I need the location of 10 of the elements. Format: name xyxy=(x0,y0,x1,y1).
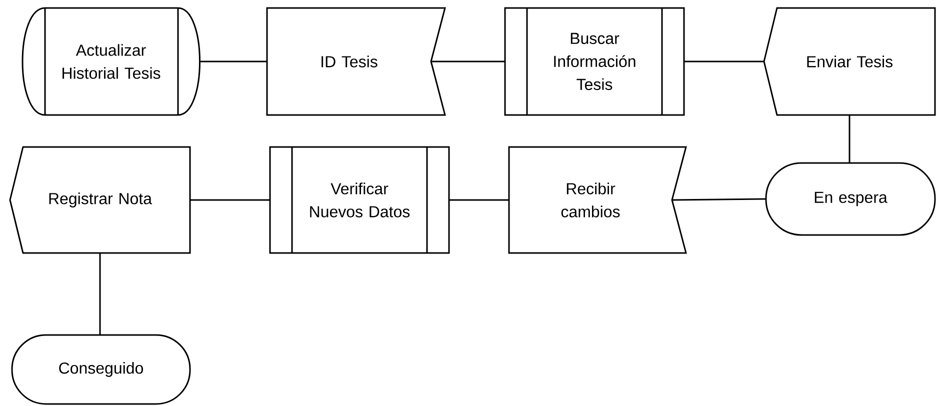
predefined-process-box: Buscar Información Tesis xyxy=(504,7,685,116)
connector-line xyxy=(684,60,764,62)
connector-line xyxy=(431,60,505,62)
predefined-process-box: Verificar Nuevos Datos xyxy=(269,146,450,254)
connector-line xyxy=(848,115,850,163)
connector-line xyxy=(200,60,267,62)
connector-line xyxy=(449,199,509,201)
connector-line xyxy=(99,253,101,335)
connector-line xyxy=(190,199,270,201)
connector-line xyxy=(672,198,766,201)
